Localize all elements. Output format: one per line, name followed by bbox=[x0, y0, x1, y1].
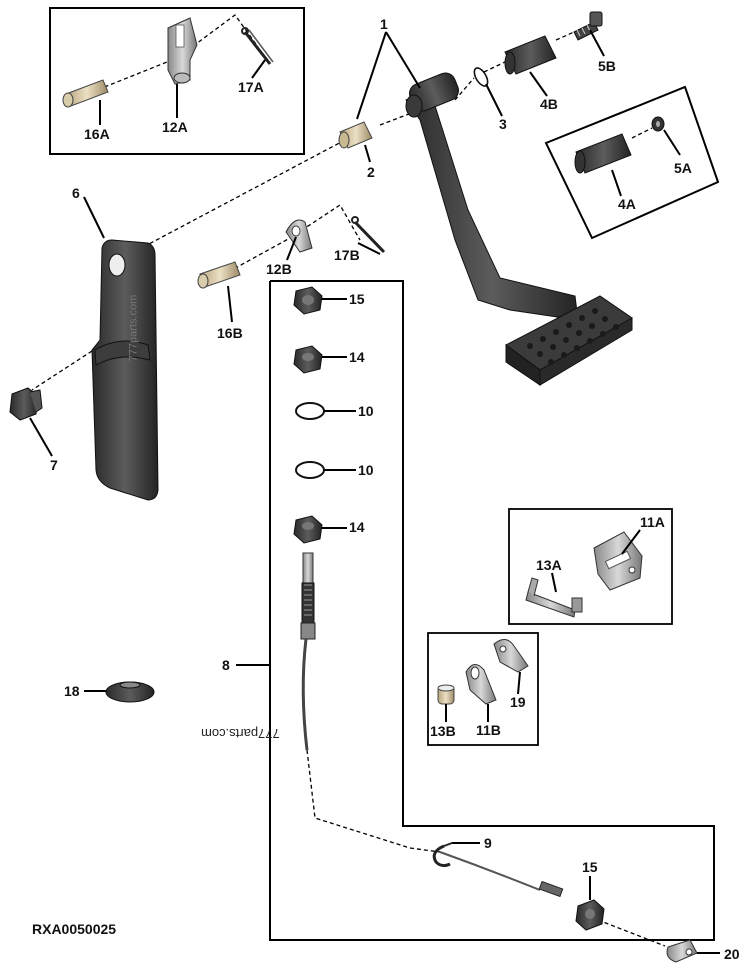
callout-16a: 16A bbox=[84, 126, 110, 142]
clip-9 bbox=[432, 842, 453, 868]
clevis-11a bbox=[593, 531, 643, 591]
bushing-13b bbox=[437, 684, 455, 705]
assembly-lines bbox=[31, 14, 666, 947]
callout-15-lower: 15 bbox=[582, 859, 598, 875]
pin-13a bbox=[525, 577, 583, 618]
callout-18: 18 bbox=[64, 683, 80, 699]
callout-12b: 12B bbox=[266, 261, 292, 277]
cable-end-20 bbox=[666, 939, 698, 963]
callout-4a: 4A bbox=[618, 196, 636, 212]
nut-14 bbox=[293, 345, 323, 374]
spring-5b bbox=[573, 11, 603, 41]
nut-15 bbox=[293, 286, 323, 315]
callout-10-lower: 10 bbox=[358, 462, 374, 478]
inset-box-4a-5a bbox=[544, 85, 720, 240]
callout-20: 20 bbox=[724, 946, 740, 962]
callout-8: 8 bbox=[222, 657, 230, 673]
watermark-bottom: 777parts.com bbox=[201, 726, 280, 741]
bushing-2 bbox=[338, 121, 373, 149]
clevis-12b bbox=[285, 219, 313, 253]
callout-1: 1 bbox=[380, 16, 388, 32]
pin-16b bbox=[197, 261, 241, 289]
cotter-pin-17a bbox=[241, 27, 274, 65]
brake-pedal-1 bbox=[405, 72, 633, 386]
callout-14-lower: 14 bbox=[349, 519, 365, 535]
figure-code: RXA0050025 bbox=[32, 921, 117, 937]
nut-15-lower bbox=[575, 899, 605, 931]
washer-5a bbox=[651, 116, 665, 132]
callout-17b: 17B bbox=[334, 247, 360, 263]
grommet-18 bbox=[105, 681, 155, 703]
clevis-19 bbox=[493, 639, 529, 673]
inset-box-12a-16a-17a bbox=[49, 7, 305, 155]
inset-box-11b-13b-19 bbox=[427, 632, 539, 746]
callout-14-upper: 14 bbox=[349, 349, 365, 365]
washer-10-upper bbox=[295, 402, 325, 420]
pin-16a bbox=[62, 79, 109, 108]
callout-16b: 16B bbox=[217, 325, 243, 341]
callout-3: 3 bbox=[499, 116, 507, 132]
cable-8 bbox=[300, 552, 564, 898]
callout-6: 6 bbox=[72, 185, 80, 201]
callout-11a: 11A bbox=[640, 514, 665, 530]
callout-9: 9 bbox=[484, 835, 492, 851]
callout-10-upper: 10 bbox=[358, 403, 374, 419]
cable-assembly-outline bbox=[269, 280, 715, 941]
callout-2: 2 bbox=[367, 164, 375, 180]
callout-13b: 13B bbox=[430, 723, 456, 739]
washer-10-lower bbox=[295, 461, 325, 479]
rod-end-11b bbox=[465, 664, 497, 705]
callout-11b: 11B bbox=[476, 722, 501, 738]
o-ring-3 bbox=[473, 67, 489, 87]
callout-19: 19 bbox=[510, 694, 526, 710]
sleeve-4b bbox=[504, 35, 557, 75]
callout-5a: 5A bbox=[674, 160, 692, 176]
cotter-pin-17b bbox=[351, 216, 386, 254]
watermark-bracket: 777parts.com bbox=[127, 294, 140, 362]
sleeve-4a bbox=[574, 133, 632, 174]
callout-12a: 12A bbox=[162, 119, 188, 135]
callout-5b: 5B bbox=[598, 58, 616, 74]
bolt-7 bbox=[9, 387, 43, 421]
leader-lines bbox=[29, 29, 720, 954]
callout-15-upper: 15 bbox=[349, 291, 365, 307]
nut-14-lower bbox=[293, 515, 323, 544]
clevis-12a bbox=[167, 17, 198, 85]
callout-7: 7 bbox=[50, 457, 58, 473]
bracket-6 bbox=[91, 239, 159, 501]
callout-13a: 13A bbox=[536, 557, 562, 573]
callout-4b: 4B bbox=[540, 96, 558, 112]
callout-17a: 17A bbox=[238, 79, 264, 95]
inset-box-11a-13a bbox=[508, 508, 673, 625]
